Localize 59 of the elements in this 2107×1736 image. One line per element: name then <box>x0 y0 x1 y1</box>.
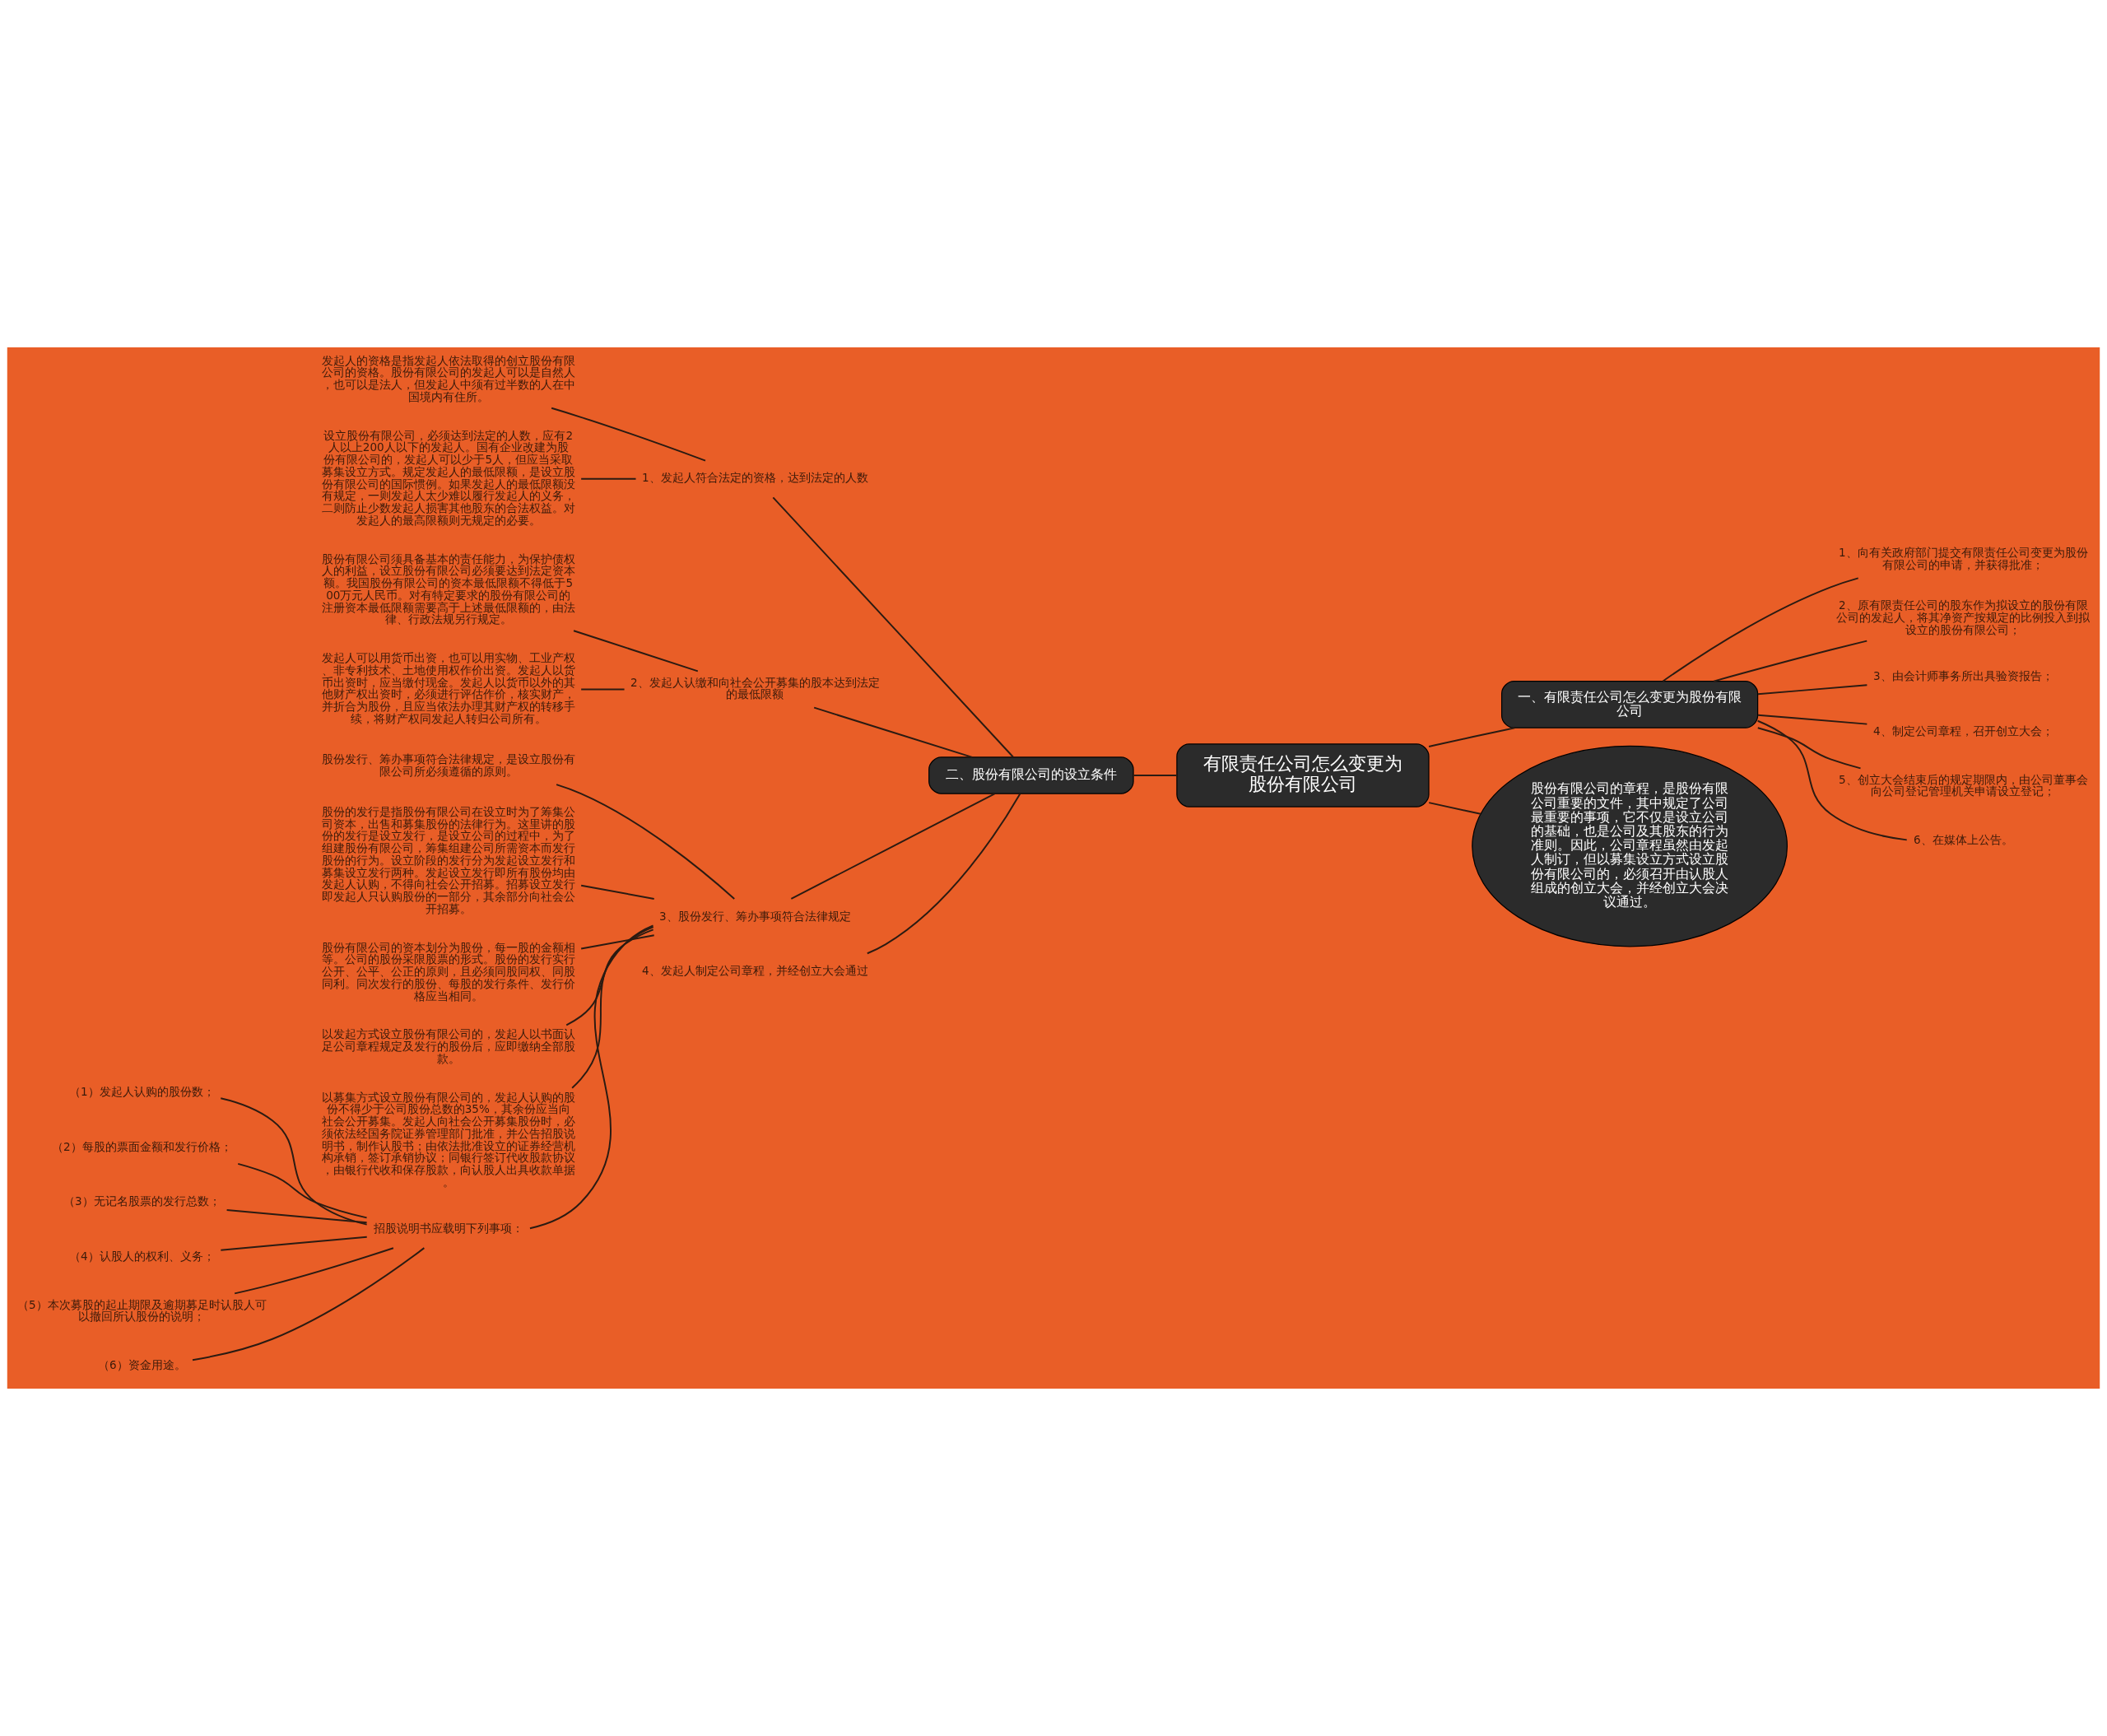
connector <box>551 407 707 462</box>
node-text: 3、股份发行、筹办事项符合法律规定 <box>658 909 851 923</box>
connector <box>226 1208 368 1224</box>
node-text: 招股说明书应载明下列事项： <box>373 1222 523 1236</box>
connector <box>237 1162 368 1219</box>
connector <box>556 784 736 900</box>
connector <box>565 929 654 1026</box>
node-text: 股份有限公司须具备基本的责任能力，为保护债权人的利益，设立股份有限公司必须要达到法定资本额。我国股份有限公司的资本最低限额不得低于500万元人民币。对有特定要求的股份有限公司的注册资本最低限额需要高于上述最低限额的，由法律、行政法规另行规定。 <box>321 552 575 626</box>
connector <box>1428 802 1481 815</box>
connector <box>1428 727 1516 747</box>
node-box: 有限责任公司怎么变更为股份有限公司 <box>1176 743 1430 807</box>
connector <box>220 1097 368 1226</box>
connector <box>571 926 654 1089</box>
connector <box>528 924 654 1230</box>
connector <box>1756 727 1862 770</box>
node-text: 2、发起人认缴和向社会公开募集的股本达到法定的最低限额 <box>630 675 880 701</box>
connector <box>573 630 699 673</box>
node-box: 一、有限责任公司怎么变更为股份有限公司 <box>1501 681 1759 728</box>
node-text: 发起人的资格是指发起人依法取得的创立股份有限公司的资格。股份有限公司的发起人可以是自然人，也可以是法人，但发起人中须有过半数的人在中国境内有住所。 <box>321 353 575 403</box>
node-text: 6、在媒体上公告。 <box>1913 833 2013 847</box>
connector <box>1133 775 1178 776</box>
node-text: （4）认股人的权利、义务； <box>68 1249 215 1263</box>
node-text: 股份的发行是指股份有限公司在设立时为了筹集公司资本，出售和募集股份的法律行为。这里讲的股份的发行是设立发行，是设立公司的过程中，为了组建股份有限公司，筹集组建公司所需资本而发行股份的行为。设立阶段的发行分为发起设立发行和募集设立发行两种。发起设立发行即所有股份均由发起人认购，不得向社会公开招募。招募设立发行即发起人只认购股份的一部分，其余部分向社会公开招募。 <box>321 804 575 915</box>
node-text: 4、发起人制定公司章程，并经创立大会通过 <box>641 963 868 977</box>
node-text: 2、原有限责任公司的股东作为拟设立的股份有限公司的发起人，将其净资产按规定的比例投入到拟设立的股份有限公司； <box>1836 598 2091 636</box>
node-box: 二、股份有限公司的设立条件 <box>928 756 1134 794</box>
node-text: 4、制定公司章程，召开创立大会； <box>1872 724 2054 738</box>
node-text: 发起人可以用货币出资，也可以用实物、工业产权、非专利技术、土地使用权作价出资。发起人以货币出资时，应当缴付现金。发起人以货币以外的其他财产权出资时，必须进行评估作价，核实财产，并折合为股份，且应当依法办理其财产权的转移手续，将财产权同发起人转归公司所有。 <box>321 651 575 725</box>
connector <box>772 496 1014 758</box>
connector <box>234 1247 394 1295</box>
connector <box>220 1236 368 1251</box>
node-ellipse: 股份有限公司的章程，是股份有限公司重要的文件，其中规定了公司最重要的事项，它不仅是设立公司的基础，也是公司及其股东的行为准则。因此，公司章程虽然由发起人制订，但以募集设立方式设立股份有限公司的，必须召开由认股人组成的创立大会，并经创立大会决议通过。 <box>1472 745 1788 947</box>
node-text: 5、创立大会结束后的规定期限内，由公司董事会向公司登记管理机关申请设立登记； <box>1838 772 2088 798</box>
node-text: 股份发行、筹办事项符合法律规定，是设立股份有限公司所必须遵循的原则。 <box>321 752 575 778</box>
node-text: 1、向有关政府部门提交有限责任公司变更为股份有限公司的申请，并获得批准； <box>1838 546 2088 571</box>
node-text: （3）无记名股票的发行总数； <box>63 1194 221 1208</box>
node-text: 设立股份有限公司，必须达到法定的人数，应有2人以上200人以下的发起人。国有企业改建为股份有限公司的，发起人可以少于5人，但应当采取募集设立方式。规定发起人的最低限额，是设立股份有限公司的国际惯例。如果发起人的最低限额没有规定，一则发起人太少难以履行发起人的义务，二则防止少数发起人损害其他股东的合法权益。对发起人的最高限额则无规定的必要。 <box>321 428 575 527</box>
node-text: 以募集方式设立股份有限公司的，发起人认购的股份不得少于公司股份总数的35%，其余份应当向社会公开募集。发起人向社会公开募集股份时，必须依法经国务院证券管理部门批准，并公告招股说明书，制作认股书；由依法批准设立的证券经营机构承销，签订承销协议；同银行签订代收股款协议，由银行代收和保存股款，向认股人出具收款单据。 <box>321 1090 575 1189</box>
node-text: 3、由会计师事务所出具验资报告； <box>1872 669 2054 683</box>
node-text: 股份有限公司的资本划分为股份，每一股的金额相等。公司的股份采限股票的形式。股份的发行实行公开、公平、公正的原则，且必须同股同权、同股同利。同次发行的股份、每股的发行条件、发行价格应当相同。 <box>321 940 575 1003</box>
connector <box>1756 719 1908 841</box>
connector <box>1756 684 1868 696</box>
connector <box>866 793 1021 955</box>
node-text: （6）资金用途。 <box>97 1358 186 1372</box>
connector <box>1713 640 1868 682</box>
node-text: 以发起方式设立股份有限公司的，发起人以书面认足公司章程规定及发行的股份后，应即缴纳全部股款。 <box>321 1027 575 1065</box>
connector <box>580 688 626 691</box>
node-text: （2）每股的票面金额和发行价格； <box>51 1139 232 1153</box>
connector <box>580 934 655 950</box>
node-text: （1）发起人认购的股份数； <box>68 1085 215 1099</box>
node-text: 1、发起人符合法定的资格，达到法定的人数 <box>641 471 868 485</box>
connector <box>790 793 996 900</box>
connector <box>580 884 655 900</box>
connector <box>580 477 637 480</box>
connector <box>1756 714 1868 725</box>
connector <box>813 706 974 758</box>
node-text: （5）本次募股的起止期限及逾期募足时认股人可以撤回所认股份的说明； <box>16 1297 267 1324</box>
connector <box>192 1247 426 1361</box>
connector <box>1662 577 1859 682</box>
